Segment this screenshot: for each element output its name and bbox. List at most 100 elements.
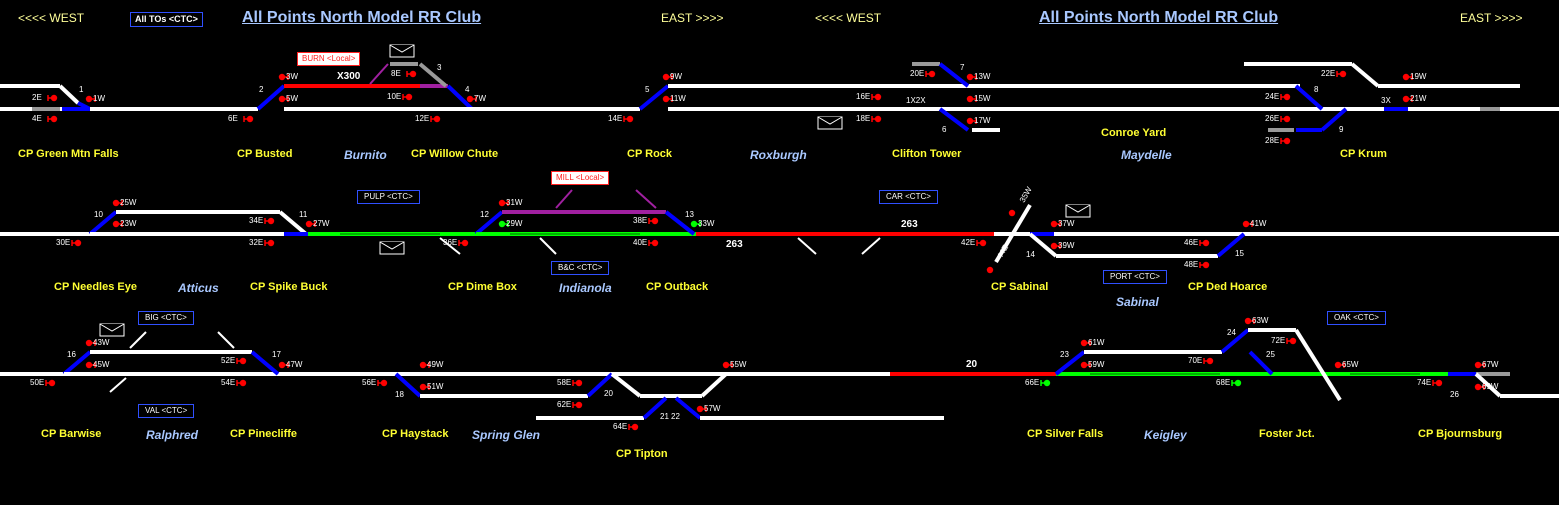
signal-label[interactable]: 61W — [1088, 338, 1105, 347]
signal-head-icon[interactable] — [112, 220, 123, 228]
val-ctc-panel[interactable]: VAL <CTC> — [138, 404, 195, 418]
switch-number[interactable]: 26 — [1450, 390, 1459, 399]
signal-label[interactable]: 3W — [286, 72, 298, 81]
switch-number[interactable]: 22 — [671, 412, 680, 421]
signal-label[interactable]: 56E — [362, 378, 377, 387]
signal-label[interactable]: 36E — [443, 238, 458, 247]
signal-label[interactable]: 38E — [633, 216, 648, 225]
signal-head-icon[interactable] — [1199, 239, 1210, 247]
signal-head-icon[interactable] — [498, 199, 509, 207]
car-ctc-panel[interactable]: CAR <CTC> — [879, 190, 938, 204]
signal-head-icon[interactable] — [236, 379, 247, 387]
switch-number[interactable]: 3X — [1381, 96, 1391, 105]
cp-spike-buck[interactable]: CP Spike Buck — [250, 281, 328, 293]
train-id[interactable]: 263 — [901, 219, 918, 230]
signal-head-icon[interactable] — [648, 217, 659, 225]
signal-head-icon[interactable] — [1199, 261, 1210, 269]
signal-label[interactable]: 18E — [856, 114, 871, 123]
cp-busted[interactable]: CP Busted — [237, 148, 293, 160]
signal-label[interactable]: 30E — [56, 238, 71, 247]
signal-head-icon[interactable] — [71, 239, 82, 247]
signal-label[interactable]: 11W — [670, 94, 686, 103]
signal-label[interactable]: 41W — [1250, 219, 1267, 228]
signal-head-icon[interactable] — [628, 423, 639, 431]
signal-head-icon[interactable] — [112, 199, 123, 207]
switch-number[interactable]: 2 — [259, 85, 264, 94]
cp-haystack[interactable]: CP Haystack — [382, 428, 449, 440]
signal-label[interactable]: 40E — [633, 238, 648, 247]
signal-head-icon[interactable] — [264, 239, 275, 247]
signal-label[interactable]: 45W — [93, 360, 110, 369]
switch-number[interactable]: 9 — [1339, 125, 1344, 134]
switch-number[interactable]: 25 — [1266, 350, 1275, 359]
signal-head-icon[interactable] — [278, 361, 289, 369]
signal-label[interactable]: 37W — [1058, 219, 1075, 228]
switch-number[interactable]: 16 — [67, 350, 76, 359]
signal-head-icon[interactable] — [419, 361, 430, 369]
cp-krum[interactable]: CP Krum — [1340, 148, 1387, 160]
signal-label[interactable]: 9W — [670, 72, 682, 81]
cp-sabinal[interactable]: CP Sabinal — [991, 281, 1049, 293]
switch-number[interactable]: 15 — [1235, 249, 1244, 258]
cp-dime-box[interactable]: CP Dime Box — [448, 281, 517, 293]
signal-head-icon[interactable] — [305, 220, 316, 228]
switch-number[interactable]: 1X2X — [906, 96, 926, 105]
signal-label[interactable]: 6E — [228, 114, 238, 123]
signal-head-icon[interactable] — [966, 73, 977, 81]
envelope-icon[interactable] — [817, 116, 843, 130]
signal-label[interactable]: 15W — [974, 94, 991, 103]
cp-rock[interactable]: CP Rock — [627, 148, 673, 160]
switch-number[interactable]: 21 — [660, 412, 669, 421]
signal-label[interactable]: 7W — [474, 94, 486, 103]
signal-head-icon[interactable] — [662, 95, 673, 103]
cp-outback[interactable]: CP Outback — [646, 281, 709, 293]
signal-head-icon[interactable] — [648, 239, 659, 247]
envelope-icon[interactable] — [1065, 204, 1091, 218]
signal-head-icon[interactable] — [243, 115, 254, 123]
signal-label[interactable]: 20E — [910, 69, 925, 78]
signal-head-icon[interactable] — [1280, 93, 1291, 101]
signal-label[interactable]: 12E — [415, 114, 430, 123]
signal-label[interactable]: 34E — [249, 216, 264, 225]
signal-head-icon[interactable] — [662, 73, 673, 81]
signal-head-icon[interactable] — [1334, 361, 1345, 369]
envelope-icon[interactable] — [389, 44, 415, 58]
signal-label[interactable]: 14E — [608, 114, 623, 123]
mill-local-panel[interactable]: MILL <Local> — [551, 171, 610, 185]
signal-label[interactable]: 43W — [93, 338, 110, 347]
signal-head-icon[interactable] — [466, 95, 477, 103]
signal-label[interactable]: 72E — [1271, 336, 1286, 345]
signal-head-icon[interactable] — [419, 383, 430, 391]
signal-head-icon[interactable] — [966, 117, 977, 125]
switch-number[interactable]: 12 — [480, 210, 489, 219]
signal-label[interactable]: 2E — [32, 93, 42, 102]
signal-head-icon[interactable] — [1402, 73, 1413, 81]
signal-head-icon[interactable] — [377, 379, 388, 387]
switch-number[interactable]: 20 — [604, 389, 613, 398]
signal-head-icon[interactable] — [1050, 242, 1061, 250]
switch-number[interactable]: 24 — [1227, 328, 1236, 337]
signal-label[interactable]: 42E — [961, 238, 976, 247]
switch-number[interactable]: 4 — [465, 85, 470, 94]
club-title-left[interactable]: All Points North Model RR Club — [242, 9, 482, 26]
signal-label[interactable]: 70E — [1188, 356, 1203, 365]
signal-label[interactable]: 29W — [506, 219, 523, 228]
signal-label[interactable]: 26E — [1265, 114, 1280, 123]
cp-barwise[interactable]: CP Barwise — [41, 428, 102, 440]
signal-label[interactable]: 59W — [1088, 360, 1105, 369]
signal-label[interactable]: 65W — [1342, 360, 1359, 369]
signal-head-icon[interactable] — [1474, 383, 1485, 391]
signal-head-icon[interactable] — [986, 266, 994, 274]
signal-label[interactable]: 58E — [557, 378, 572, 387]
cp-clifton-tower[interactable]: Clifton Tower — [892, 148, 962, 160]
signal-head-icon[interactable] — [1432, 379, 1443, 387]
signal-head-icon[interactable] — [47, 94, 58, 102]
signal-label[interactable]: 51W — [427, 382, 444, 391]
switch-number[interactable]: 6 — [942, 125, 947, 134]
signal-head-icon[interactable] — [1336, 70, 1347, 78]
signal-head-icon[interactable] — [85, 361, 96, 369]
signal-label[interactable]: 10E — [387, 92, 402, 101]
signal-label[interactable]: 13W — [974, 72, 991, 81]
signal-label[interactable]: 28E — [1265, 136, 1280, 145]
switch-number[interactable]: 1 — [79, 85, 84, 94]
